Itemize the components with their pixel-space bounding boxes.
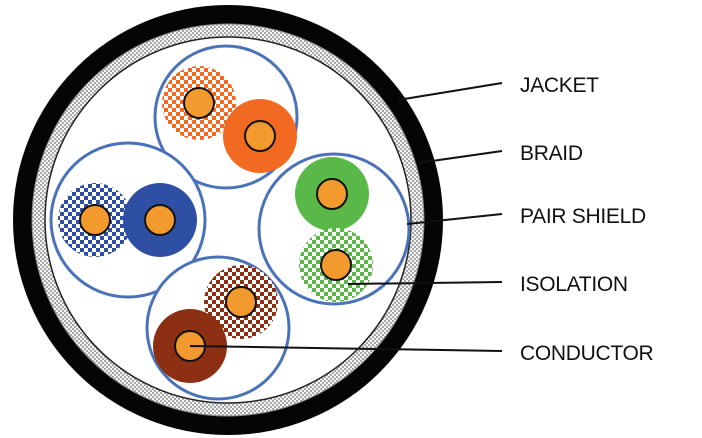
core-area [44,36,412,404]
orange-pair [153,44,299,190]
brown-pair [145,255,291,401]
braid-label: BRAID [520,142,583,165]
green-solid-conductor [316,178,348,210]
green-pair [257,152,411,306]
blue-striped-conductor [79,204,111,236]
blue-pair [49,141,207,299]
green-striped-conductor [320,249,352,281]
pair-shield-label: PAIR SHIELD [520,205,646,228]
isolation-label: ISOLATION [520,273,628,296]
conductor-leader-line [189,345,503,352]
orange-striped-conductor [183,87,215,119]
isolation-leader-line [347,281,503,285]
jacket-label: JACKET [520,74,599,97]
orange-solid-conductor [244,120,276,152]
jacket-leader-line [397,82,503,101]
braid-leader-line [417,150,503,164]
blue-solid-conductor [144,204,176,236]
braid-outer-edge [31,23,425,417]
brown-striped-conductor [225,286,257,318]
conductor-label: CONDUCTOR [520,342,654,365]
pair-shield-leader-line [406,213,503,225]
